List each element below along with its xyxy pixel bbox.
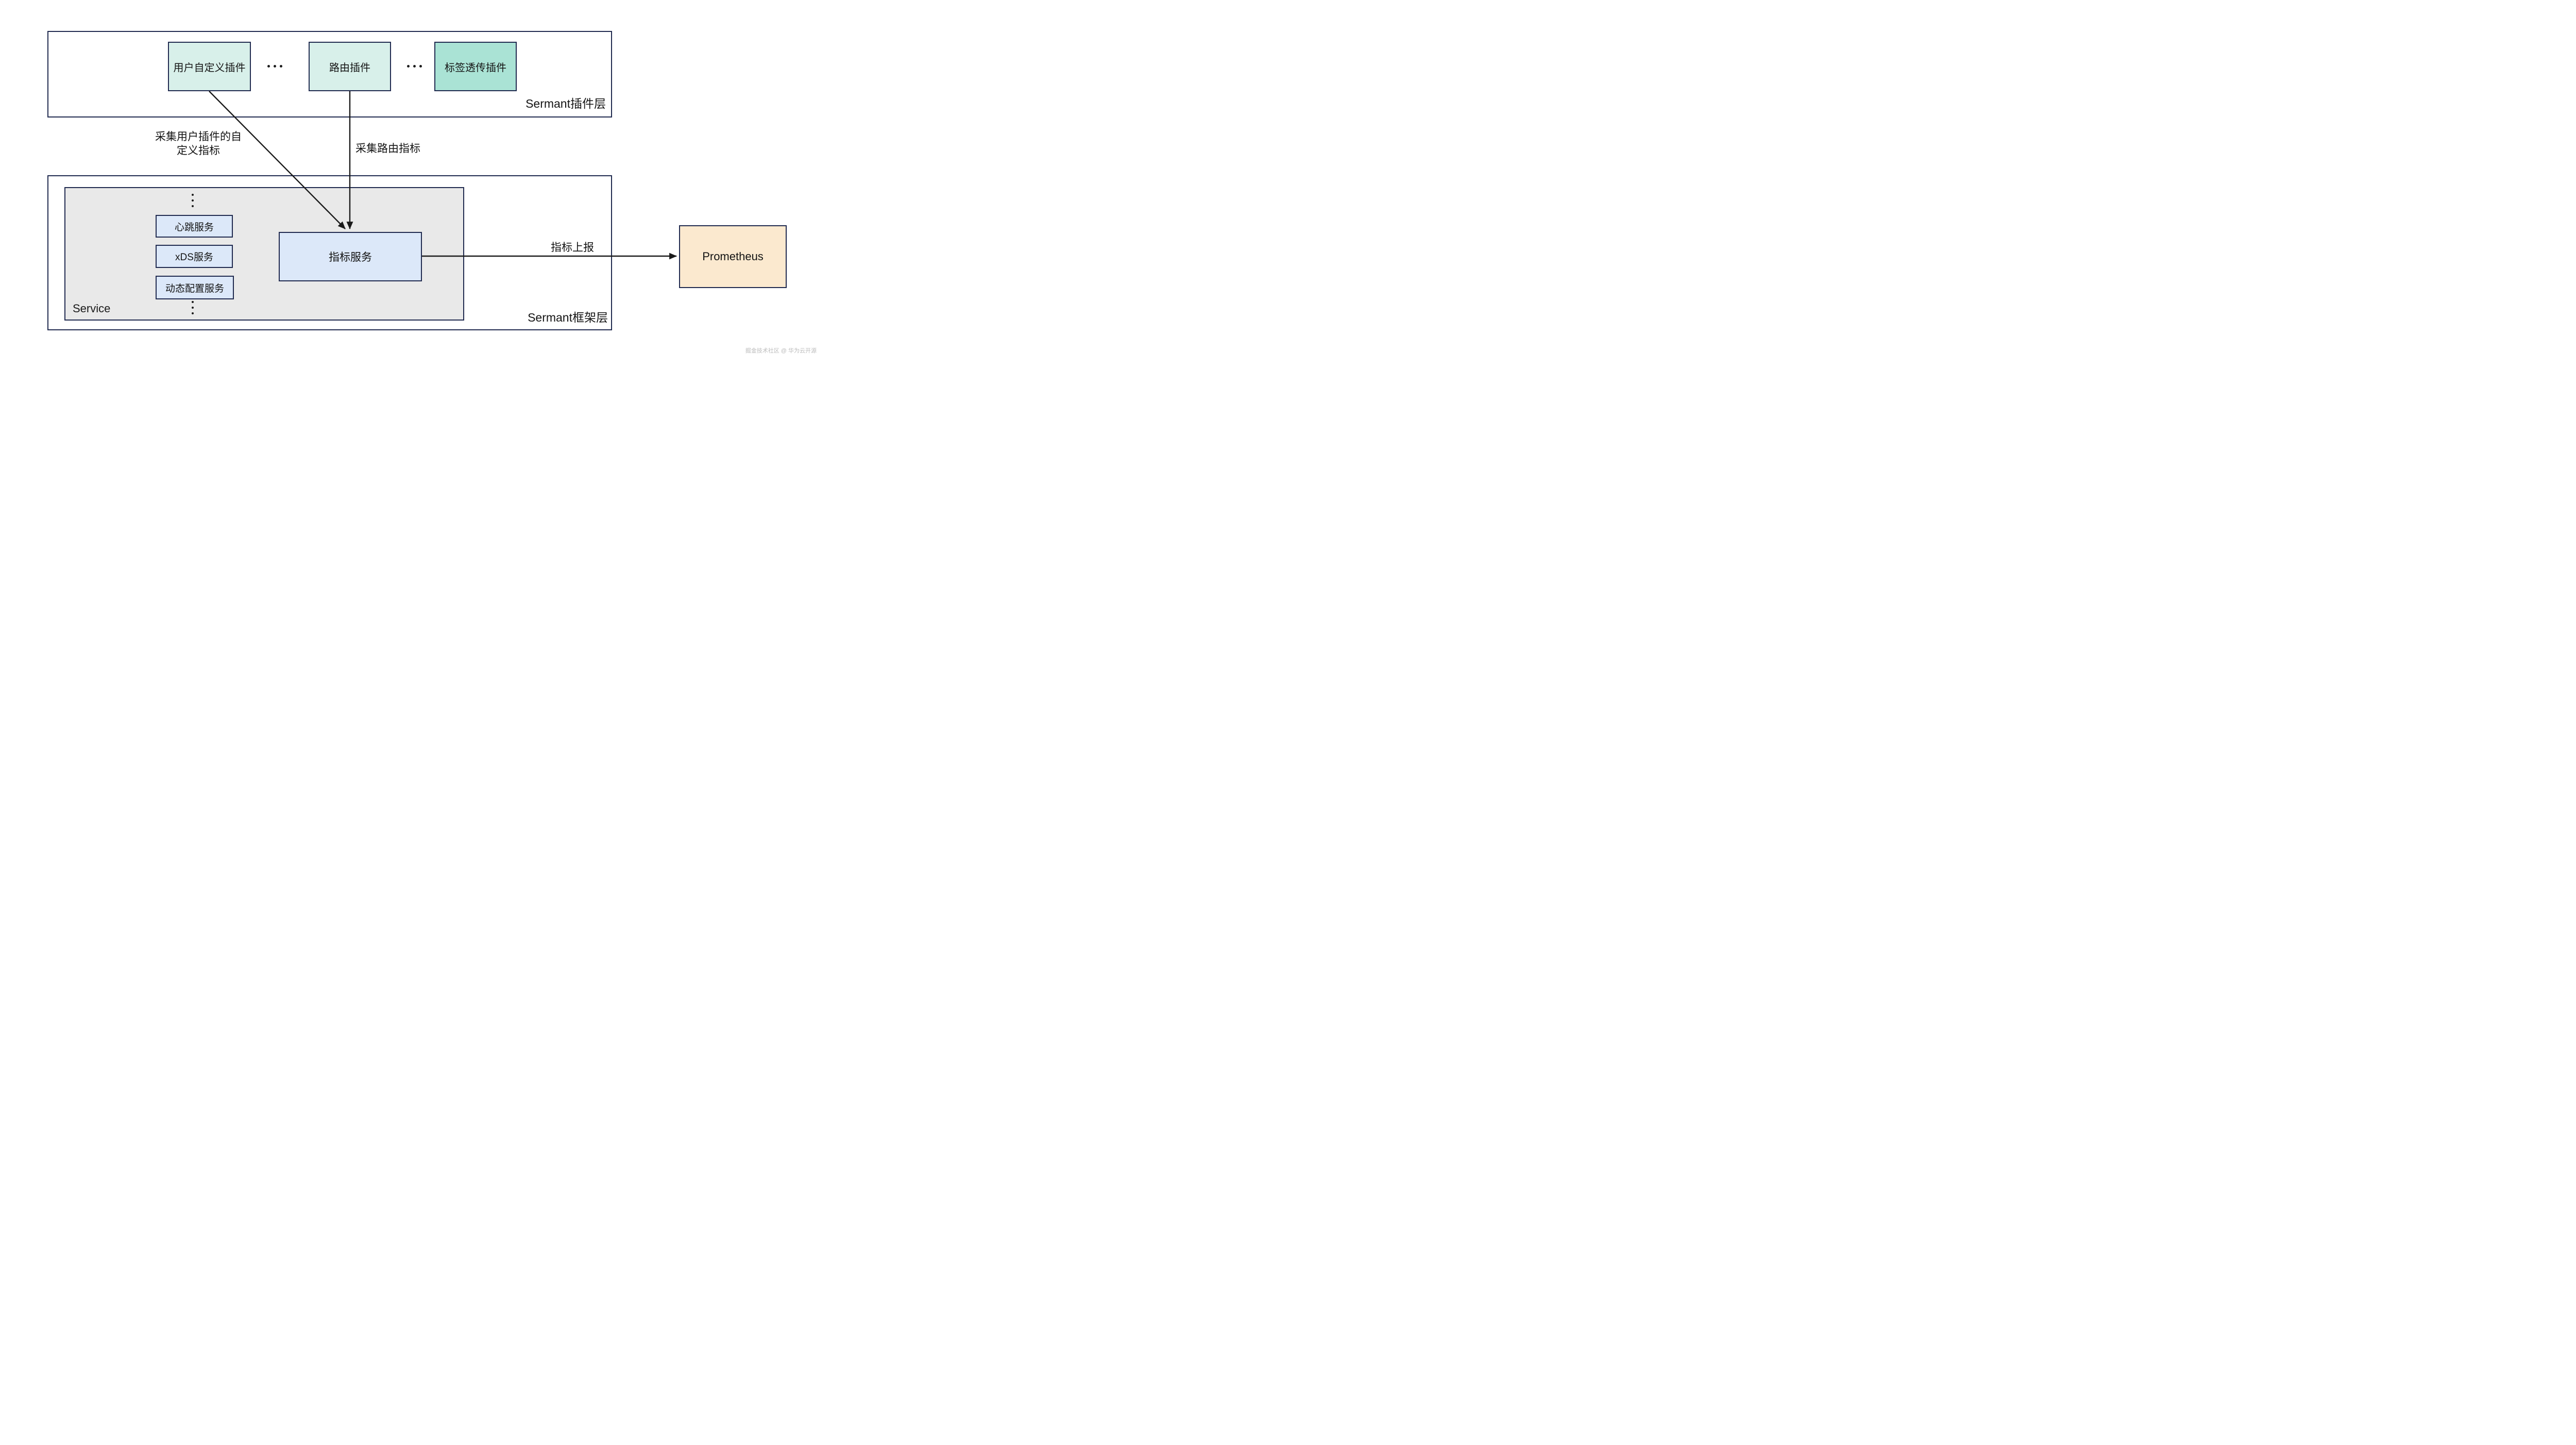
plugin-box-user-custom-label: 用户自定义插件 [173, 62, 246, 74]
service-item-dynamic-config-label: 动态配置服务 [165, 283, 224, 294]
service-label: Service [73, 302, 111, 315]
edge-label-metrics-report: 指标上报 [551, 242, 594, 254]
service-item-dynamic-config: 动态配置服务 [156, 276, 234, 299]
edge-label-collect-custom-line1: 采集用户插件的自 [155, 131, 242, 143]
horizontal-ellipsis-icon [407, 65, 422, 68]
metrics-service-label: 指标服务 [329, 251, 372, 263]
diagram-canvas: Sermant插件层 用户自定义插件 路由插件 标签透传插件 采集用户插件的自 … [0, 0, 823, 361]
plugin-box-route-label: 路由插件 [329, 62, 370, 74]
edge-label-collect-custom-line2: 定义指标 [177, 145, 220, 157]
vertical-ellipsis-icon [192, 194, 194, 207]
plugin-layer-label: Sermant插件层 [526, 97, 606, 110]
edge-label-collect-route-metrics: 采集路由指标 [355, 143, 420, 155]
plugin-box-tag-transparent-label: 标签透传插件 [445, 62, 506, 74]
plugin-box-user-custom: 用户自定义插件 [168, 42, 251, 91]
service-item-xds-label: xDS服务 [175, 252, 213, 263]
plugin-box-tag-transparent: 标签透传插件 [434, 42, 517, 91]
service-item-heartbeat: 心跳服务 [156, 215, 233, 238]
edge-label-collect-custom-metrics: 采集用户插件的自 定义指标 [137, 130, 260, 158]
service-item-heartbeat-label: 心跳服务 [174, 222, 214, 233]
watermark-text: 掘金技术社区 @ 华为云开源 [745, 348, 817, 354]
prometheus-label: Prometheus [702, 250, 764, 263]
vertical-ellipsis-icon [192, 301, 194, 314]
horizontal-ellipsis-icon [267, 65, 282, 68]
plugin-box-route: 路由插件 [309, 42, 391, 91]
service-item-xds: xDS服务 [156, 245, 233, 268]
framework-layer-label: Sermant框架层 [528, 311, 608, 324]
prometheus-box: Prometheus [679, 225, 787, 288]
metrics-service-box: 指标服务 [279, 232, 422, 281]
